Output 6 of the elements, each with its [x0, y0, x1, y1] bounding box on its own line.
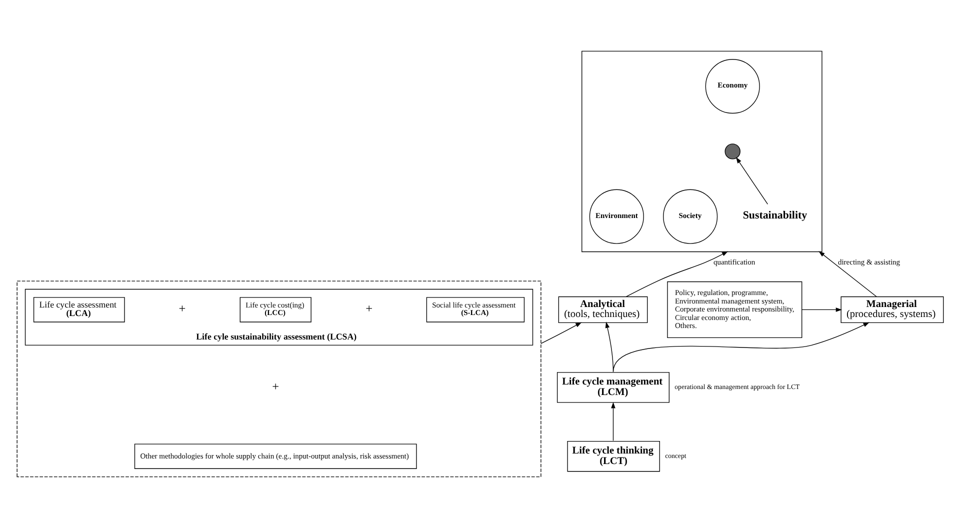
label: +: [178, 302, 186, 316]
edge-label: quantification: [713, 258, 756, 267]
node-text: Sustainability: [742, 210, 808, 222]
edge-label: directing & assisting: [838, 258, 900, 267]
label: +: [272, 379, 280, 394]
label: +: [366, 302, 373, 316]
